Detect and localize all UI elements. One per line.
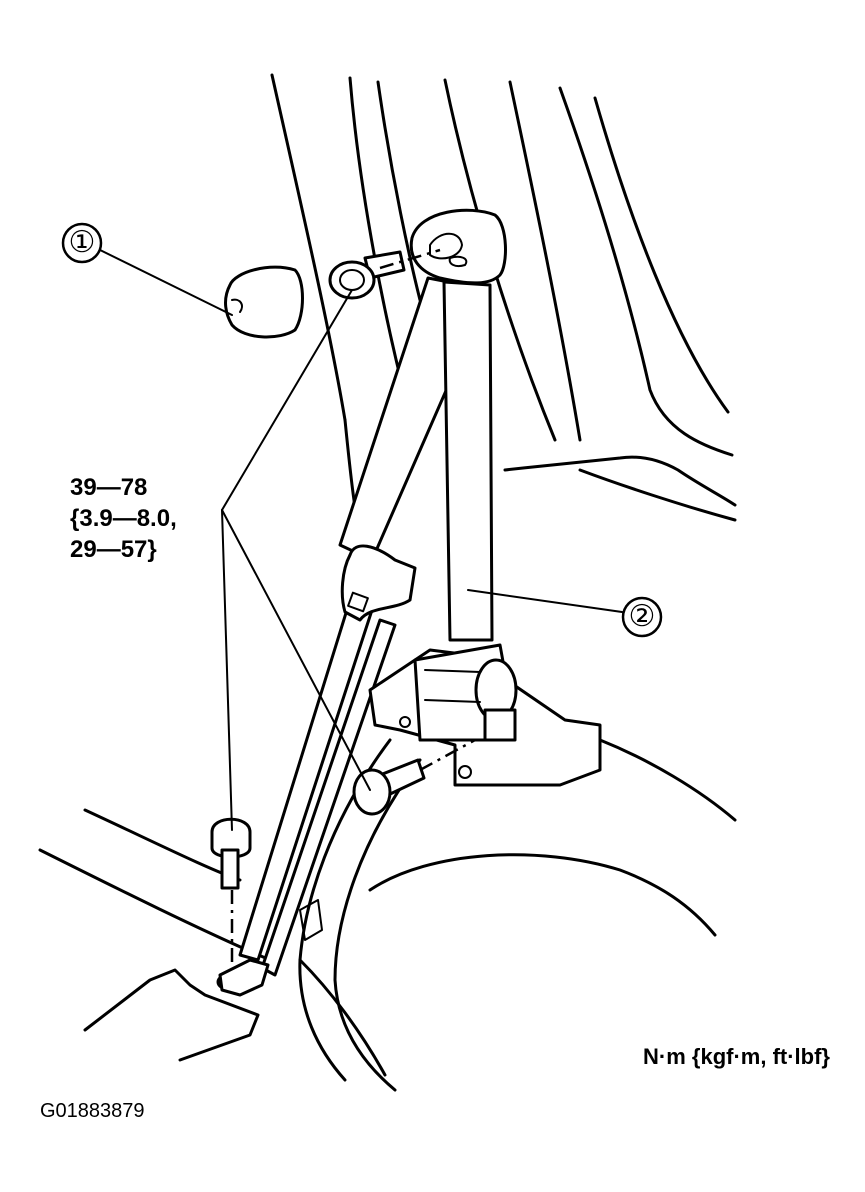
- upper-anchor-bracket: [379, 208, 507, 285]
- cover-part: [224, 265, 304, 339]
- callout-1-label: ①: [69, 226, 96, 259]
- leader-lines: [95, 247, 623, 831]
- retractor-bolt: [352, 738, 476, 816]
- torque-line-3: 29—57}: [70, 536, 157, 563]
- torque-line-1: 39—78: [70, 474, 147, 501]
- units-label: N·m {kgf·m, ft·lbf}: [643, 1044, 830, 1069]
- figure-id: G01883879: [40, 1100, 145, 1122]
- torque-line-2: {3.9—8.0,: [70, 505, 177, 532]
- tongue-plate: [340, 544, 417, 622]
- torque-spec: 39—78 {3.9—8.0, 29—57}: [70, 474, 177, 563]
- floor-plate: [83, 968, 260, 1062]
- body-panel-lines: [38, 73, 737, 1092]
- belt-webbing: [238, 276, 494, 977]
- retractor-assembly: [368, 643, 602, 787]
- upper-anchor-bolt: [328, 250, 406, 300]
- callout-2: ②: [621, 596, 663, 638]
- callout-2-label: ②: [629, 600, 656, 633]
- floor-anchor-bolt: [210, 817, 323, 997]
- callout-1: ①: [61, 222, 103, 264]
